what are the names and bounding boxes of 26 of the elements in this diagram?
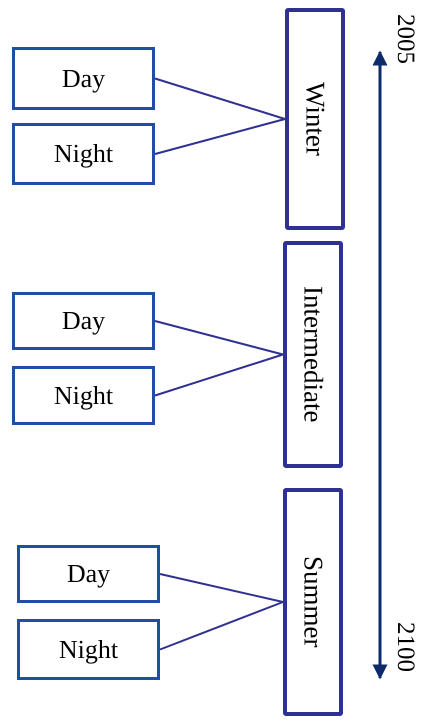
node-text: Summer	[300, 556, 326, 648]
period-box	[12, 47, 155, 110]
connector-line	[154, 320, 284, 356]
year-label: 2100	[393, 622, 418, 672]
connector-line	[154, 118, 286, 155]
node-text: Winter	[302, 82, 328, 156]
node-text: Day	[62, 66, 106, 92]
period-box	[12, 123, 155, 185]
season-box	[285, 8, 345, 230]
connector-line	[160, 601, 284, 650]
season-box	[283, 488, 343, 716]
period-box	[17, 619, 160, 680]
period-box	[12, 366, 155, 425]
connector-line	[160, 573, 284, 603]
node-text: Night	[58, 636, 118, 662]
connector-line	[154, 354, 284, 396]
node-text: Night	[54, 382, 114, 408]
node-text: Intermediate	[300, 286, 326, 423]
node-text: Day	[66, 561, 110, 587]
node-text: Day	[62, 308, 106, 334]
season-box	[283, 241, 343, 468]
node-text: Night	[54, 141, 114, 167]
connector-line	[154, 78, 286, 120]
year-label: 2005	[393, 14, 418, 64]
period-box	[12, 292, 155, 350]
period-box	[17, 545, 160, 603]
